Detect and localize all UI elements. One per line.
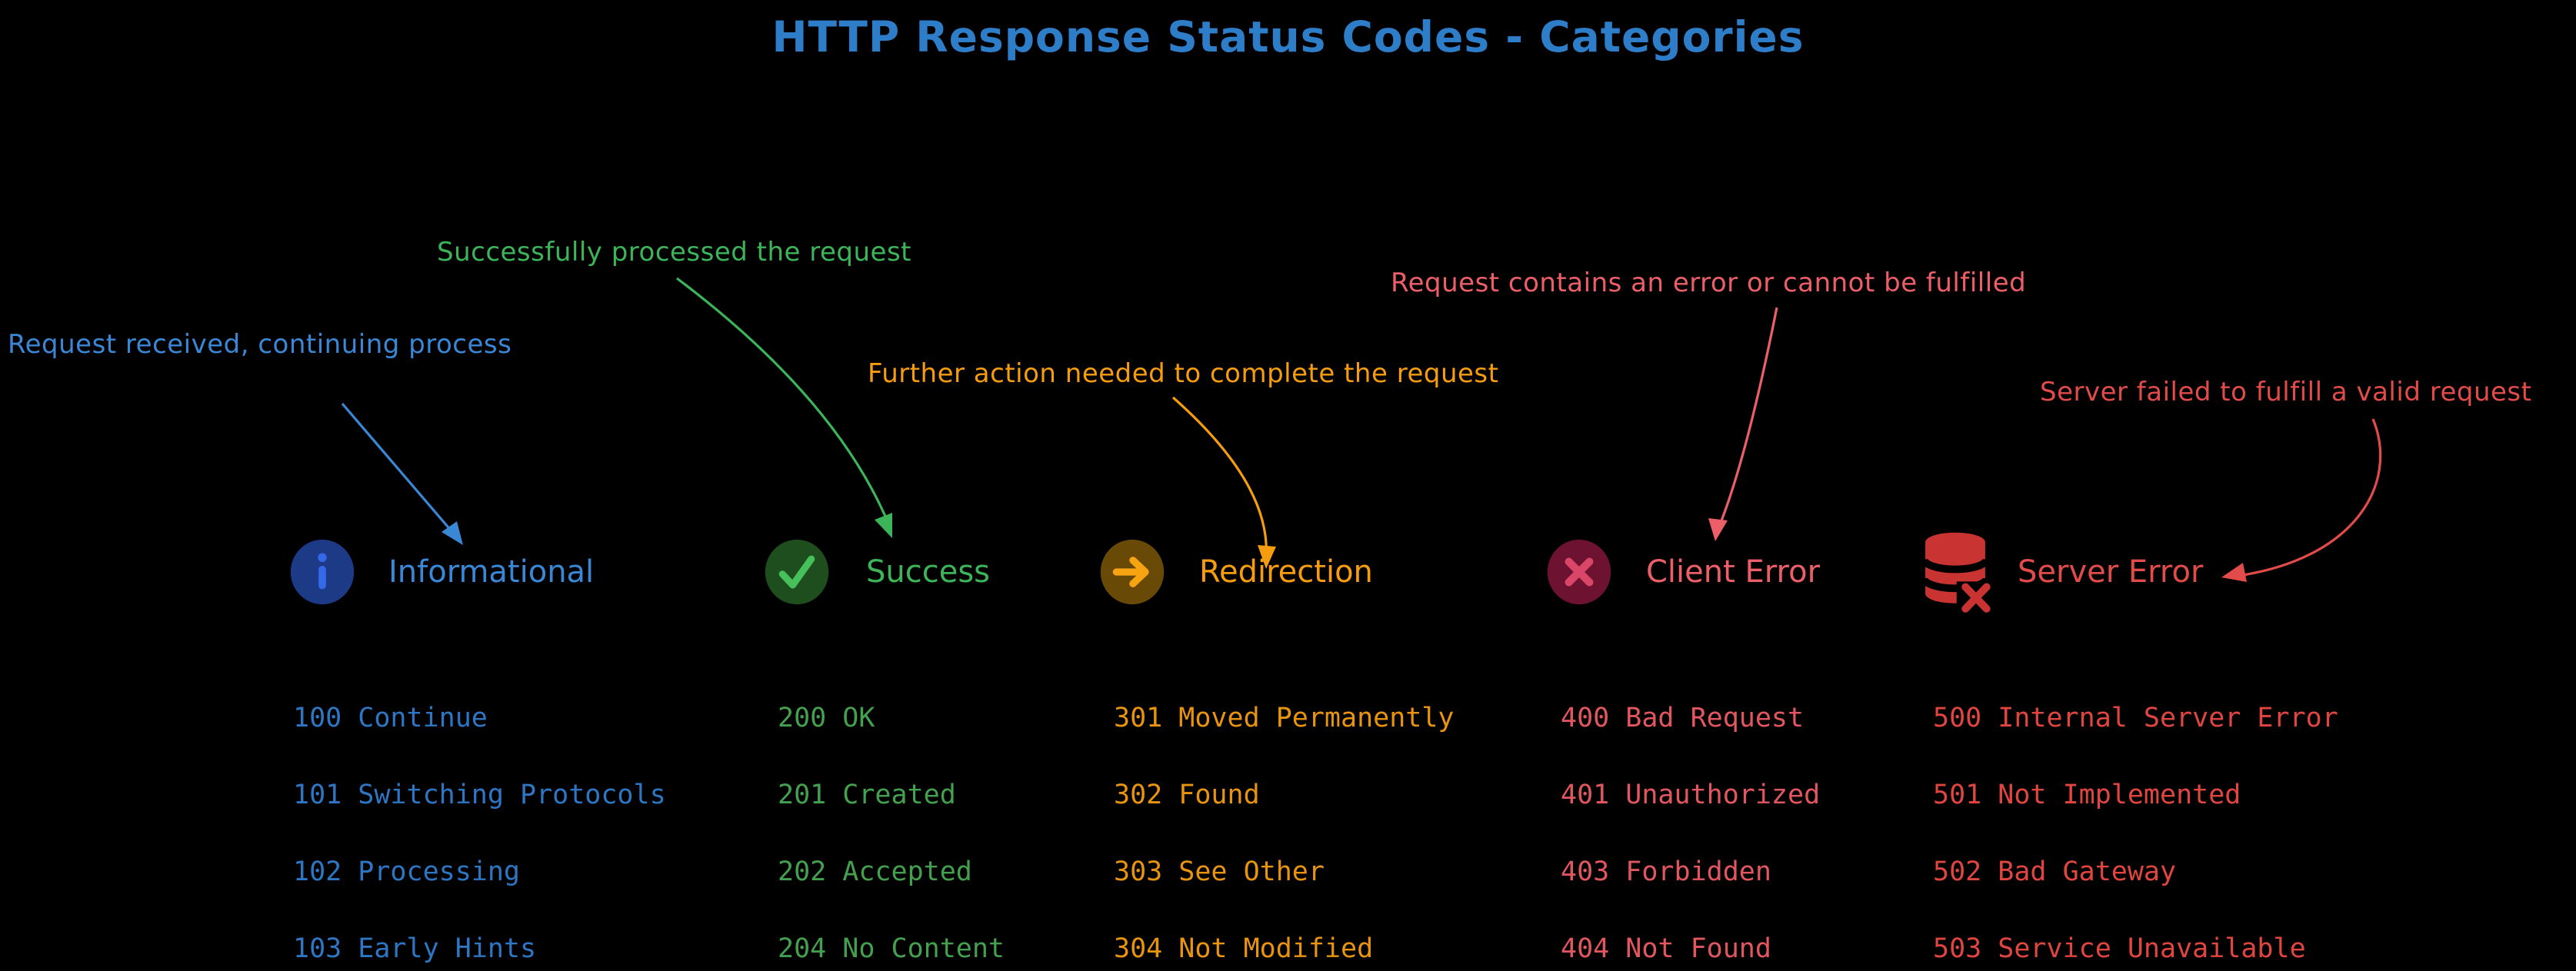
status-code-item: 202 Accepted (778, 856, 972, 887)
status-code-item: 103 Early Hints (293, 933, 537, 964)
status-code-item: 502 Bad Gateway (1933, 856, 2177, 887)
annotation-arrow-success (676, 277, 892, 538)
status-code-list-server-error: 500 Internal Server Error 501 Not Implem… (1933, 680, 2338, 971)
category-annotation-server-error: Server failed to fulfill a valid request (2040, 377, 2532, 407)
annotation-arrow-informational (341, 402, 463, 545)
category-label-client-error: Client Error (1646, 554, 1821, 590)
annotation-arrow-client-error (1708, 307, 1778, 541)
status-code-item: 500 Internal Server Error (1933, 703, 2338, 733)
status-code-item: 301 Moved Permanently (1114, 703, 1455, 733)
annotation-arrow-redirection (1171, 396, 1276, 569)
category-label-redirection: Redirection (1199, 554, 1373, 590)
info-circle-icon (290, 539, 355, 605)
diagram-title: HTTP Response Status Codes - Categories (771, 12, 1805, 62)
category-annotation-client-error: Request contains an error or cannot be f… (1391, 268, 2027, 298)
status-code-item: 303 See Other (1114, 856, 1325, 887)
status-code-item: 201 Created (778, 780, 956, 810)
database-x-icon (1920, 532, 1991, 614)
status-code-item: 501 Not Implemented (1933, 780, 2241, 810)
category-label-success: Success (866, 554, 991, 590)
status-code-item: 100 Continue (293, 703, 488, 733)
status-code-item: 304 Not Modified (1114, 933, 1374, 964)
status-code-item: 200 OK (778, 703, 875, 733)
annotation-arrow-server-error (2221, 418, 2382, 582)
category-annotation-success: Successfully processed the request (437, 237, 912, 268)
x-circle-icon (1547, 539, 1611, 605)
status-code-item: 503 Service Unavailable (1933, 933, 2306, 964)
status-code-list-informational: 100 Continue 101 Switching Protocols 102… (293, 680, 666, 971)
arrow-right-circle-icon (1100, 539, 1165, 605)
status-code-item: 404 Not Found (1561, 933, 1771, 964)
category-annotation-redirection: Further action needed to complete the re… (868, 358, 1499, 389)
category-label-informational: Informational (388, 554, 595, 590)
status-code-item: 400 Bad Request (1561, 703, 1805, 733)
check-circle-icon (765, 539, 829, 605)
status-code-list-client-error: 400 Bad Request 401 Unauthorized 403 For… (1561, 680, 1820, 971)
status-code-item: 403 Forbidden (1561, 856, 1771, 887)
status-code-item: 401 Unauthorized (1561, 780, 1821, 810)
status-code-item: 101 Switching Protocols (293, 780, 666, 810)
category-label-server-error: Server Error (2018, 554, 2204, 590)
status-code-list-success: 200 OK 201 Created 202 Accepted 204 No C… (778, 680, 1005, 971)
status-code-item: 302 Found (1114, 780, 1260, 810)
category-annotation-informational: Request received, continuing process (8, 329, 512, 360)
status-code-item: 204 No Content (778, 933, 1005, 964)
status-code-item: 102 Processing (293, 856, 521, 887)
status-code-list-redirection: 301 Moved Permanently 302 Found 303 See … (1114, 680, 1455, 971)
